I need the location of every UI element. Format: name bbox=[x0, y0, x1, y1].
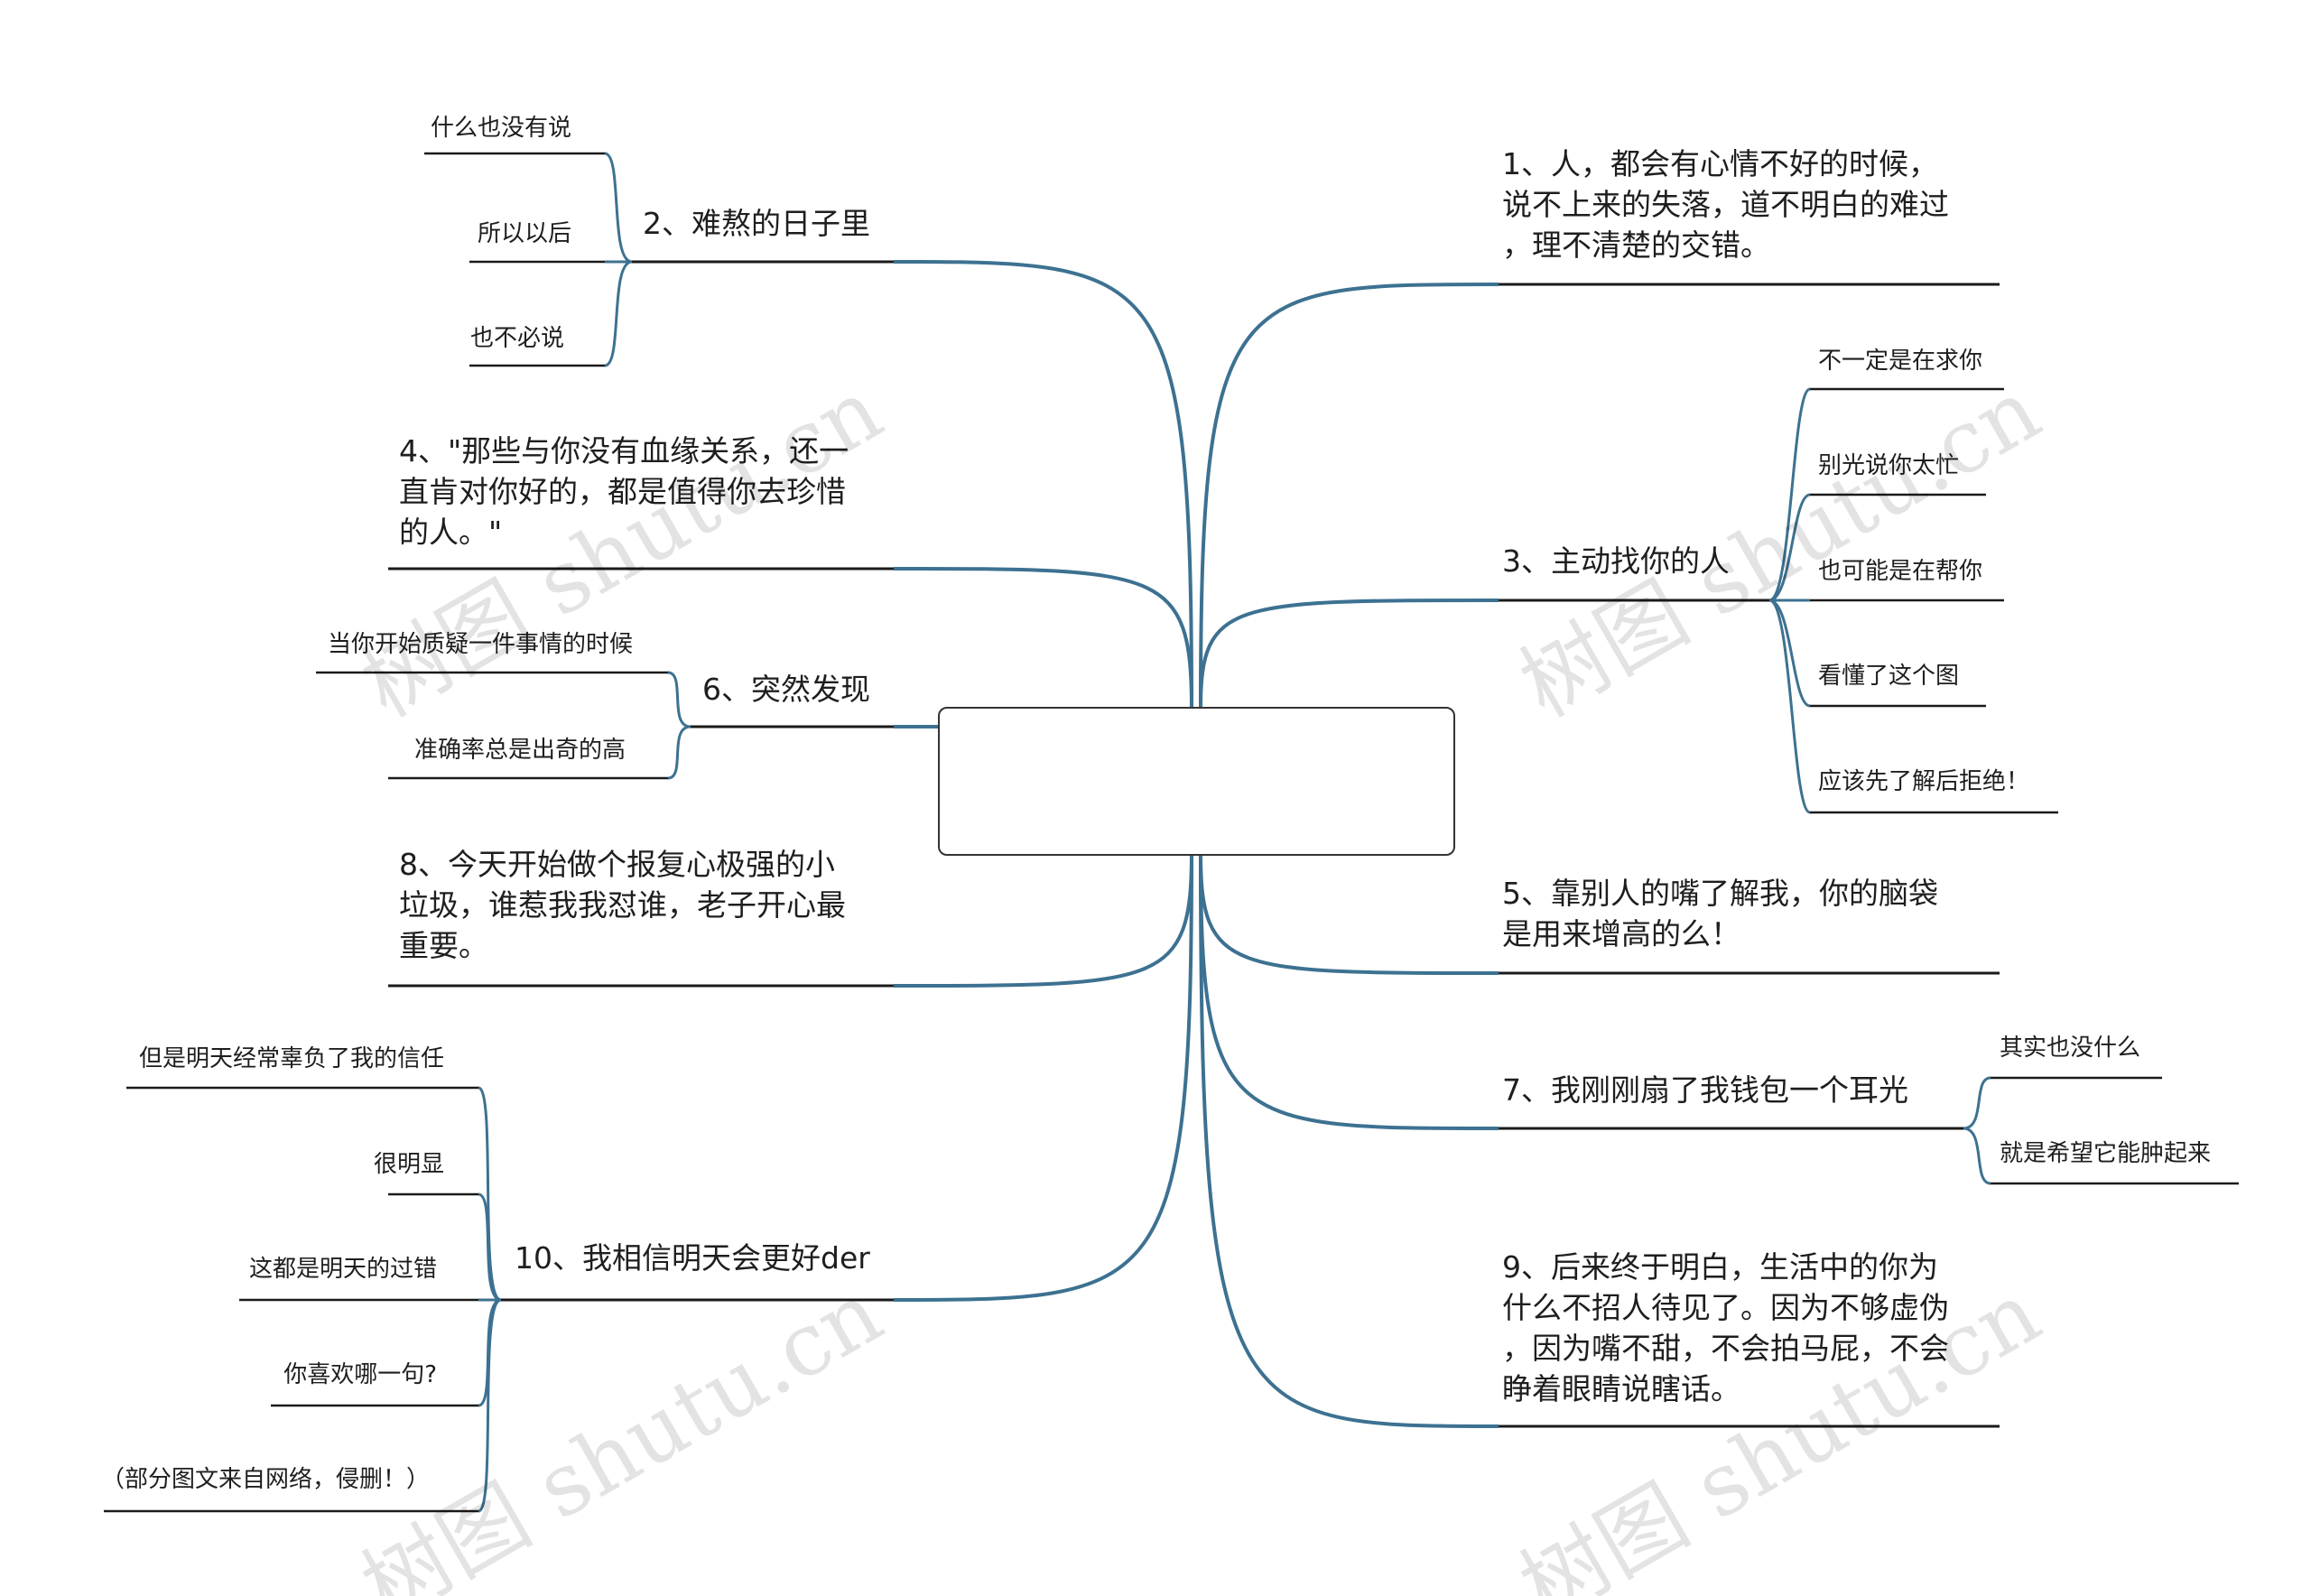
topic-10-item[interactable]: 很明显 bbox=[373, 1151, 444, 1178]
topic-10-item[interactable]: 但是明天经常辜负了我的信任 bbox=[138, 1045, 444, 1072]
branch-line bbox=[893, 567, 1193, 710]
topic-4[interactable]: 4、"那些与你没有血缘关系，还一 直肯对你好的，都是值得你去珍惜 的人。" bbox=[399, 433, 849, 550]
topic-3-item[interactable]: 看懂了这个图 bbox=[1818, 663, 1960, 690]
branch-line bbox=[1199, 598, 1499, 710]
topic-2-item[interactable]: 什么也没有说 bbox=[430, 115, 571, 142]
sub-branch-line bbox=[1768, 598, 1811, 814]
topic-3-item[interactable]: 不一定是在求你 bbox=[1818, 348, 1983, 375]
topic-6-item[interactable]: 准确率总是出奇的高 bbox=[413, 737, 626, 764]
branch-line bbox=[893, 852, 1193, 988]
topic-10-item[interactable]: 你喜欢哪一句? bbox=[283, 1361, 437, 1388]
topic-8[interactable]: 8、今天开始做个报复心极强的小 垃圾，谁惹我我怼谁，老子开心最 重要。 bbox=[399, 847, 846, 963]
branch-line bbox=[893, 852, 1193, 1302]
topic-3-item[interactable]: 别光说你太忙 bbox=[1818, 452, 1960, 479]
sub-branch-line bbox=[1768, 493, 1811, 602]
branch-line bbox=[1199, 283, 1499, 710]
topic-7[interactable]: 7、我刚刚扇了我钱包一个耳光 bbox=[1502, 1072, 1908, 1108]
sub-branch-line bbox=[667, 671, 691, 728]
sub-branch-line bbox=[667, 725, 691, 780]
branch-line bbox=[1199, 852, 1499, 1130]
sub-branch-line bbox=[1768, 387, 1811, 602]
sub-branch-line bbox=[478, 1086, 502, 1302]
sub-branch-line bbox=[1963, 1127, 1991, 1185]
topic-3[interactable]: 3、主动找你的人 bbox=[1502, 543, 1730, 579]
topic-6[interactable]: 6、突然发现 bbox=[702, 672, 870, 707]
topic-6-item[interactable]: 当你开始质疑一件事情的时候 bbox=[327, 631, 633, 658]
topic-1[interactable]: 1、人，都会有心情不好的时候， 说不上来的失落，道不明白的难过 ，理不清楚的交错… bbox=[1502, 146, 1949, 263]
topic-9[interactable]: 9、后来终于明白，生活中的你为 什么不招人待见了。因为不够虚伪 ，因为嘴不甜，不… bbox=[1502, 1249, 1949, 1406]
topic-7-item[interactable]: 就是希望它能肿起来 bbox=[2000, 1140, 2212, 1167]
topic-3-item[interactable]: 应该先了解后拒绝！ bbox=[1818, 768, 2030, 795]
topic-10-item[interactable]: （部分图文来自网络，侵删！） bbox=[100, 1466, 430, 1493]
branch-line bbox=[893, 260, 1193, 710]
sub-branch-line bbox=[604, 152, 633, 264]
central-topic[interactable] bbox=[938, 707, 1455, 856]
topic-2-item[interactable]: 所以以后 bbox=[477, 220, 571, 247]
branch-line bbox=[1199, 852, 1499, 975]
sub-branch-line bbox=[478, 1298, 502, 1513]
topic-3-item[interactable]: 也可能是在帮你 bbox=[1818, 558, 1983, 585]
branch-line bbox=[1199, 852, 1499, 1428]
topic-7-item[interactable]: 其实也没什么 bbox=[2000, 1035, 2141, 1062]
sub-branch-line bbox=[478, 1192, 502, 1302]
topic-2-item[interactable]: 也不必说 bbox=[469, 325, 564, 352]
sub-branch-line bbox=[1768, 598, 1811, 708]
sub-branch-line bbox=[604, 260, 633, 367]
topic-2[interactable]: 2、难熬的日子里 bbox=[643, 206, 870, 241]
topic-10-item[interactable]: 这都是明天的过错 bbox=[248, 1256, 437, 1283]
topic-10[interactable]: 10、我相信明天会更好der bbox=[515, 1240, 870, 1276]
topic-5[interactable]: 5、靠别人的嘴了解我，你的脑袋 是用来增高的么！ bbox=[1502, 876, 1938, 951]
sub-branch-line bbox=[1963, 1076, 1991, 1130]
